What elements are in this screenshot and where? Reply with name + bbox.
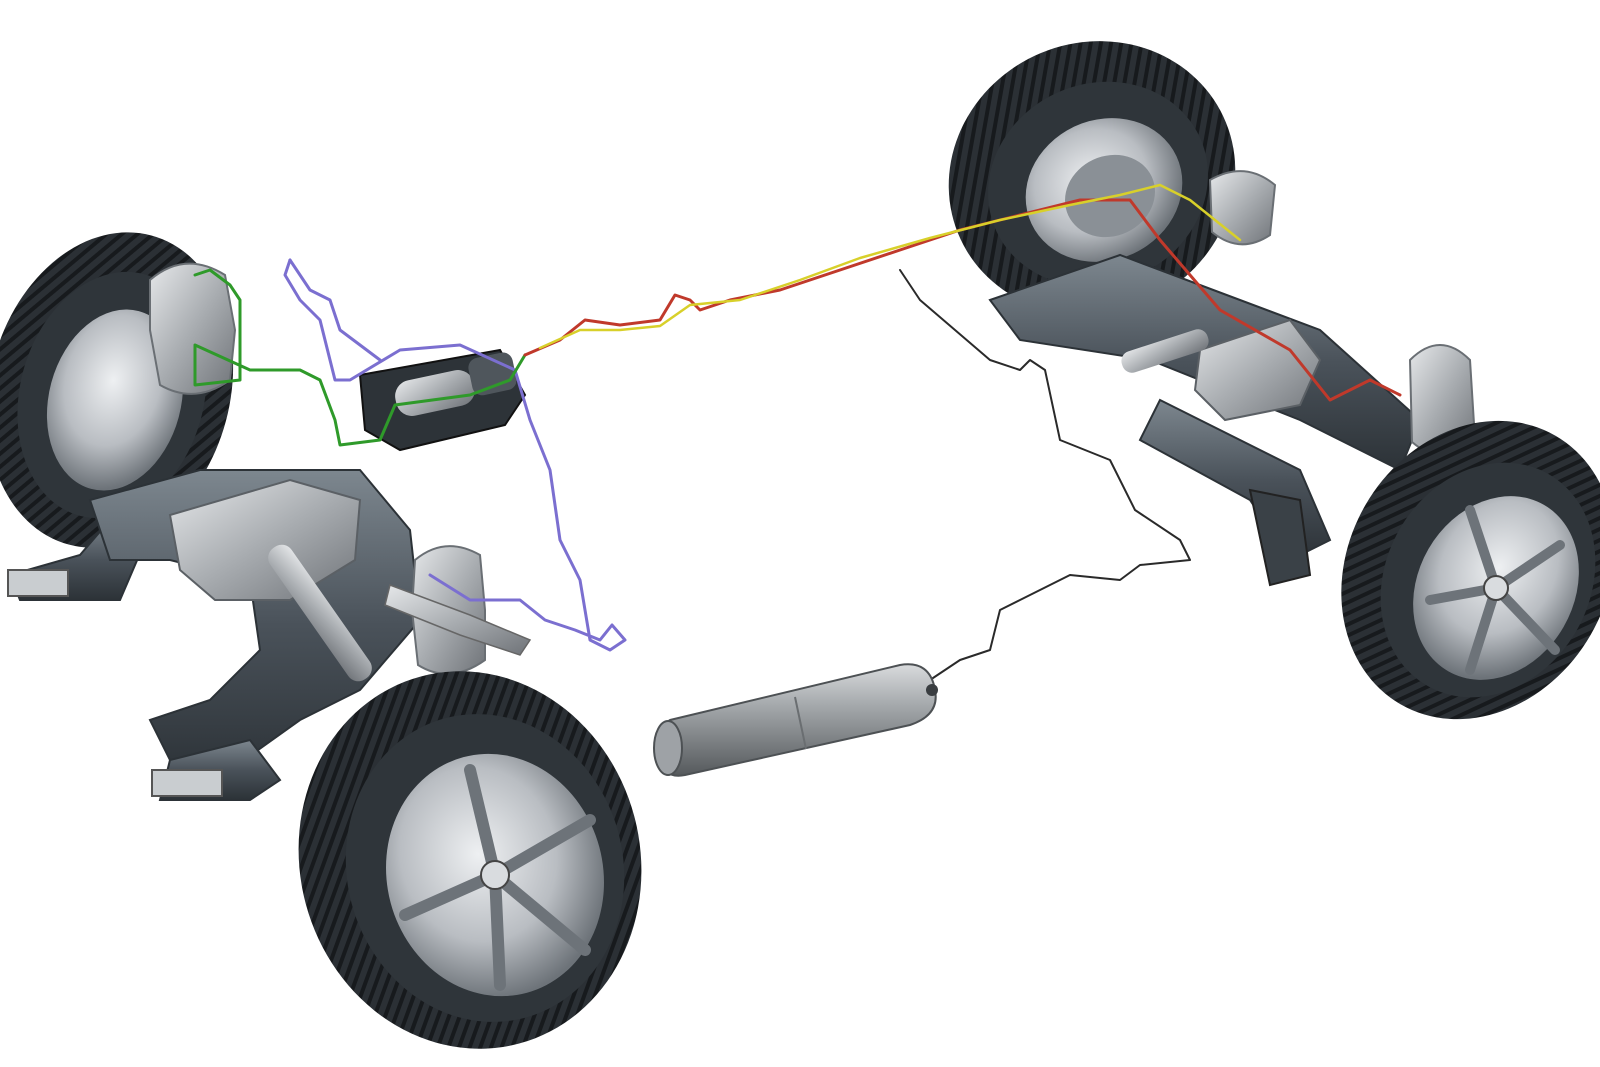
air-line-red <box>523 198 1402 402</box>
rear-left-wheel <box>1341 420 1600 720</box>
air-line-black <box>899 269 1191 681</box>
tank-end-cap <box>653 720 683 776</box>
front-right-mount-plate <box>151 769 223 797</box>
compressor-housing <box>468 352 517 396</box>
rear-right-air-spring <box>1208 170 1277 246</box>
front-left-rim <box>46 309 184 491</box>
front-right-wheel <box>298 671 642 1049</box>
rear-differential <box>1193 318 1322 422</box>
compressor-motor <box>395 370 475 416</box>
rear-subframe <box>988 170 1477 587</box>
front-left-mount-plate <box>7 569 69 597</box>
air-line-yellow <box>538 183 1242 350</box>
rear-mount-bracket <box>1248 488 1312 587</box>
front-right-rim-spokes <box>399 764 596 991</box>
front-driveshaft <box>268 544 372 682</box>
front-right-upper-arm <box>384 584 532 656</box>
tank-fitting <box>926 684 938 696</box>
vw-badge-icon <box>480 860 510 890</box>
air-lines <box>193 183 1402 681</box>
tank-body <box>658 663 937 777</box>
front-subframe <box>7 262 532 801</box>
air-line-purple <box>283 258 627 652</box>
vw-badge-icon <box>1483 575 1509 601</box>
air-reservoir-tank <box>653 663 938 777</box>
air-line-green <box>193 268 527 447</box>
rear-driveshaft-stub <box>1121 329 1209 373</box>
front-left-air-spring <box>149 262 237 395</box>
air-line-purple-branch <box>288 258 382 362</box>
tank-seam <box>794 696 807 750</box>
front-differential <box>168 478 362 601</box>
